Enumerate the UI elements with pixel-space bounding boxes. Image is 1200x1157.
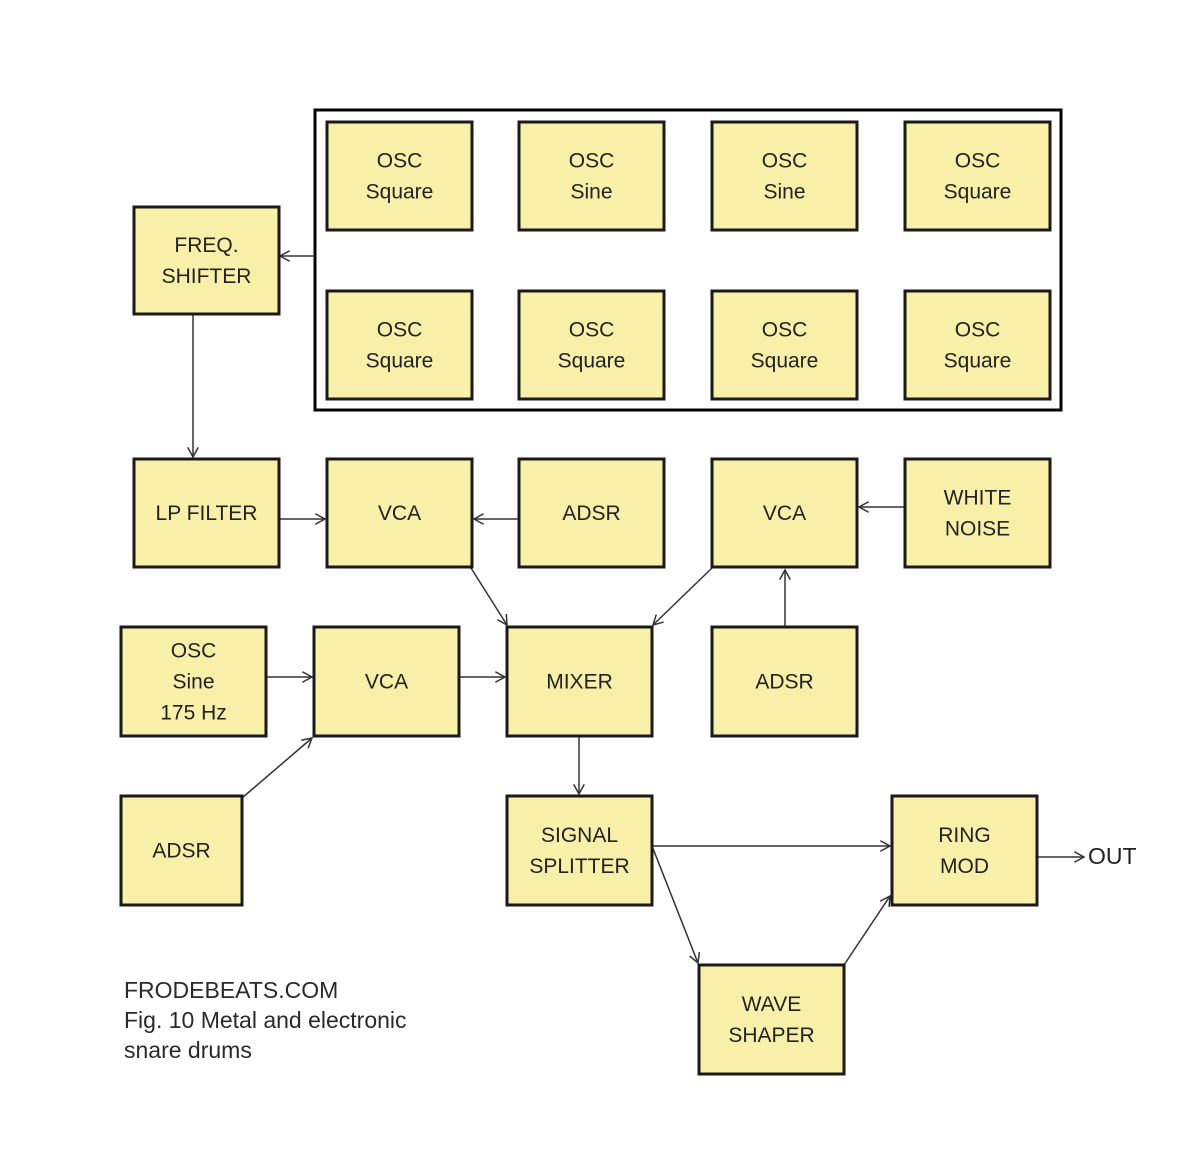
arrow-wave-shaper-to-ring-mod xyxy=(843,894,891,966)
block-osc8: OSC Square xyxy=(903,289,1052,401)
caption: FRODEBEATS.COM Fig. 10 Metal and electro… xyxy=(124,975,407,1065)
block-white-noise: WHITE NOISE xyxy=(903,457,1052,569)
block-adsr3: ADSR xyxy=(119,794,244,907)
block-label: ADSR xyxy=(755,671,813,694)
block-osc7: OSC Square xyxy=(710,289,859,401)
block-osc3: OSC Sine xyxy=(710,120,859,232)
block-label: ADSR xyxy=(152,840,210,863)
caption-figure: Fig. 10 Metal and electronic xyxy=(124,1007,407,1033)
block-osc6: OSC Square xyxy=(517,289,666,401)
block-label: Square xyxy=(366,181,434,204)
arrow-signal-splitter-to-wave-shaper xyxy=(651,845,701,965)
block-label: VCA xyxy=(378,502,421,525)
block-osc2: OSC Sine xyxy=(517,120,666,232)
block-wave-shaper: WAVE SHAPER xyxy=(697,963,846,1076)
arrow-adsr2-to-vca2 xyxy=(779,568,791,627)
arrow-vca3-to-mixer xyxy=(459,671,507,683)
arrow-lp-filter-to-vca1 xyxy=(280,513,327,525)
block-label: Sine xyxy=(570,181,612,204)
arrow-signal-splitter-to-ring-mod xyxy=(652,840,892,852)
block-vca3: VCA xyxy=(312,625,461,738)
block-label: OSC xyxy=(762,319,808,342)
block-label: ADSR xyxy=(562,502,620,525)
block-label: WAVE xyxy=(742,993,802,1016)
block-vca1: VCA xyxy=(325,457,474,569)
block-label: OSC xyxy=(377,319,423,342)
block-osc1: OSC Square xyxy=(325,120,474,232)
block-ring-mod: RING MOD xyxy=(890,794,1039,907)
block-label: Square xyxy=(944,181,1012,204)
block-label: Square xyxy=(751,350,819,373)
block-label: OSC xyxy=(569,319,615,342)
block-label: OSC xyxy=(377,150,423,173)
block-label: Square xyxy=(366,350,434,373)
caption-figure-cont: snare drums xyxy=(124,1037,252,1063)
block-adsr2: ADSR xyxy=(710,625,859,738)
block-adsr1: ADSR xyxy=(517,457,666,569)
block-label: SIGNAL xyxy=(541,824,618,847)
arrow-mixer-to-signal-splitter xyxy=(573,736,585,796)
block-label: FREQ. xyxy=(174,234,238,257)
arrow-adsr1-to-vca1 xyxy=(472,513,519,525)
block-label: SHAPER xyxy=(728,1024,814,1047)
block-label: MIXER xyxy=(546,671,613,694)
block-label: OSC xyxy=(762,150,808,173)
block-label: RING xyxy=(938,824,991,847)
caption-site: FRODEBEATS.COM xyxy=(124,977,339,1003)
block-osc5: OSC Square xyxy=(325,289,474,401)
block-osc4: OSC Square xyxy=(903,120,1052,232)
arrow-adsr3-to-vca3 xyxy=(241,736,314,799)
block-lp-filter: LP FILTER xyxy=(132,457,281,569)
block-label: OSC xyxy=(569,150,615,173)
block-freq-shifter: FREQ. SHIFTER xyxy=(132,205,281,316)
block-label: Sine xyxy=(172,671,214,694)
block-label: OSC xyxy=(955,319,1001,342)
block-label: WHITE xyxy=(944,487,1012,510)
arrow-osc-sine-175-to-vca3 xyxy=(266,671,314,683)
block-mixer: MIXER xyxy=(505,625,654,738)
block-label: OSC xyxy=(955,150,1001,173)
output-label: OUT xyxy=(1088,843,1137,869)
arrow-vca1-to-mixer xyxy=(470,567,508,627)
block-label: SHIFTER xyxy=(162,265,252,288)
block-label: SPLITTER xyxy=(529,855,629,878)
block-signal-splitter: SIGNAL SPLITTER xyxy=(505,794,654,907)
oscillator-group-frame xyxy=(313,108,1063,412)
arrow-ring-mod-to-out xyxy=(1037,851,1086,863)
arrow-freq-shifter-to-lp-filter xyxy=(187,315,199,459)
block-label: Sine xyxy=(763,181,805,204)
block-label: 175 Hz xyxy=(160,702,227,725)
arrow-white-noise-to-vca2 xyxy=(857,501,905,513)
block-label: OSC xyxy=(171,640,217,663)
block-label: Square xyxy=(558,350,626,373)
arrow-vca2-to-mixer xyxy=(651,567,713,627)
block-label: VCA xyxy=(763,502,806,525)
block-osc-sine-175: OSC Sine 175 Hz xyxy=(119,625,268,738)
block-vca2: VCA xyxy=(710,457,859,569)
block-label: VCA xyxy=(365,671,408,694)
arrow-oscillator-group-to-freq-shifter xyxy=(278,250,315,262)
block-label: Square xyxy=(944,350,1012,373)
block-label: NOISE xyxy=(945,518,1010,541)
block-label: MOD xyxy=(940,855,989,878)
block-label: LP FILTER xyxy=(156,502,258,525)
